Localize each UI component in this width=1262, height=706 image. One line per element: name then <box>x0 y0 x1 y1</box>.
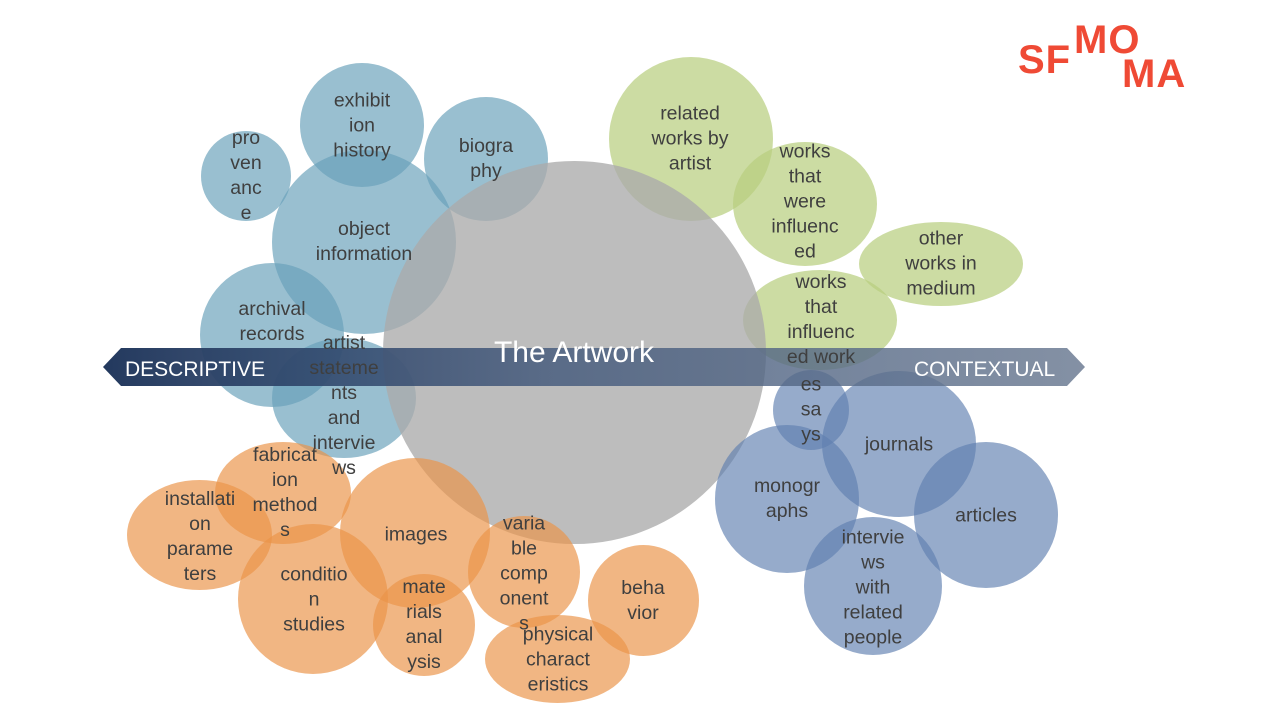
axis-label-descriptive: DESCRIPTIVE <box>125 358 266 381</box>
bubble-condition-studies <box>238 524 388 674</box>
label-journals: journals <box>864 433 934 456</box>
bubble-works-influenced <box>733 142 877 266</box>
bubble-materials-analysis <box>373 574 475 676</box>
label-articles: articles <box>955 504 1017 527</box>
label-interviews-related: intervie ws with related people <box>841 526 905 649</box>
label-condition-studies: conditio n studies <box>280 563 348 636</box>
label-variable-components: varia ble comp onent s <box>499 512 549 635</box>
label-archival-records: archival records <box>238 298 306 345</box>
axis-label-contextual: CONTEXTUAL <box>914 358 1056 381</box>
sfmoma-logo: SF MO MA <box>1018 18 1208 102</box>
label-object-information: object information <box>315 218 413 265</box>
label-other-works: other works in medium <box>905 227 977 300</box>
logo-mo: MO <box>1074 18 1141 62</box>
label-monographs: monogr aphs <box>753 475 821 522</box>
label-fabrication-methods: fabricat ion method s <box>252 444 318 541</box>
label-related-works: related works by artist <box>651 102 729 175</box>
label-works-influenced: works that were influenc ed <box>771 140 839 263</box>
logo-ma: MA <box>1122 52 1187 96</box>
center-title: The Artwork <box>493 336 655 369</box>
descriptive-contextual-axis <box>103 348 1085 386</box>
bubble-variable-components <box>468 516 580 628</box>
label-biography: biogra phy <box>458 135 514 182</box>
label-essays: es sa ys <box>800 373 822 446</box>
label-physical-characteristics: physical charact eristics <box>522 623 594 696</box>
label-images: images <box>384 523 448 546</box>
bubble-physical-characteristics <box>485 615 630 703</box>
label-works-that-influenced: works that influenc ed work <box>786 271 856 368</box>
bubble-provenance <box>201 131 291 221</box>
bubble-other-works <box>859 222 1023 306</box>
label-exhibition-history: exhibit ion history <box>333 89 391 162</box>
label-installation-parameters: installati on parame ters <box>164 488 236 585</box>
label-artist-statements: artist stateme nts and intervie ws <box>309 332 379 479</box>
bubble-interviews-related <box>804 517 942 655</box>
label-behavior: beha vior <box>621 577 665 624</box>
logo-sf: SF <box>1018 38 1072 82</box>
label-materials-analysis: mate rials anal ysis <box>402 576 446 673</box>
label-provenance: pro ven anc e <box>230 127 262 224</box>
axis-arrow-shape <box>103 348 1085 386</box>
